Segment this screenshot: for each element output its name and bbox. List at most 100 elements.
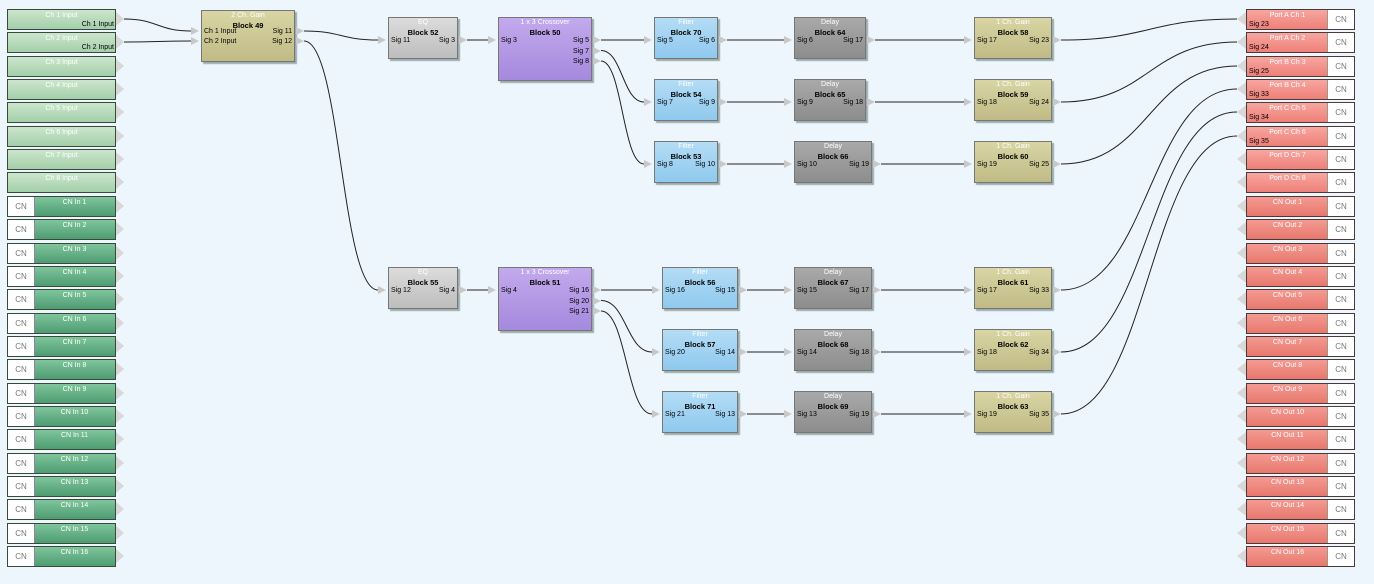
- input-port-arrow-icon[interactable]: [378, 286, 386, 294]
- cobranet-output-toggle[interactable]: CN: [1327, 524, 1354, 543]
- output-port-arrow-icon[interactable]: [459, 286, 467, 294]
- input-port-arrow-icon[interactable]: [488, 286, 496, 294]
- input-port-arrow-icon[interactable]: [644, 160, 652, 168]
- cobranet-input-toggle[interactable]: CN: [8, 360, 35, 379]
- output-port-arrow-icon[interactable]: [116, 222, 124, 236]
- input-port-arrow-icon[interactable]: [488, 36, 496, 44]
- output-port-arrow-icon[interactable]: [739, 286, 747, 294]
- output-port-arrow-icon[interactable]: [116, 269, 124, 283]
- input-port-arrow-icon[interactable]: [1237, 129, 1246, 143]
- wire-xo51-f57[interactable]: [600, 300, 653, 353]
- wire-g62-output-5[interactable]: [1060, 111, 1238, 353]
- input-port-arrow-icon[interactable]: [1237, 292, 1246, 306]
- cobranet-output-toggle[interactable]: CN: [1327, 290, 1354, 309]
- output-port-arrow-icon[interactable]: [719, 98, 727, 106]
- cobranet-input-toggle[interactable]: CN: [8, 314, 35, 333]
- input-port-arrow-icon[interactable]: [378, 36, 386, 44]
- input-port-arrow-icon[interactable]: [1237, 222, 1246, 236]
- input-port-arrow-icon[interactable]: [1237, 549, 1246, 563]
- output-port-arrow-icon[interactable]: [116, 199, 124, 213]
- output-port-arrow-icon[interactable]: [116, 246, 124, 260]
- cobranet-output-toggle[interactable]: CN: [1327, 360, 1354, 379]
- output-port-arrow-icon[interactable]: [116, 316, 124, 330]
- cobranet-input-toggle[interactable]: CN: [8, 290, 35, 309]
- input-channel-6[interactable]: Ch 6 Input: [7, 126, 116, 147]
- wire-g61-output-4[interactable]: [1060, 88, 1238, 291]
- output-port-arrow-icon[interactable]: [873, 160, 881, 168]
- input-port-arrow-icon[interactable]: [784, 36, 792, 44]
- input-port-arrow-icon[interactable]: [1237, 502, 1246, 516]
- input-channel-1[interactable]: Ch 1 Input: [7, 9, 116, 30]
- input-port-arrow-icon[interactable]: [1237, 479, 1246, 493]
- input-port-arrow-icon[interactable]: [784, 410, 792, 418]
- wire-xo50-f54[interactable]: [600, 50, 645, 103]
- wire-input-1[interactable]: [123, 18, 192, 32]
- output-port-arrow-icon[interactable]: [116, 59, 124, 73]
- cobranet-output-toggle[interactable]: CN: [1327, 220, 1354, 239]
- output-port-arrow-icon[interactable]: [719, 36, 727, 44]
- cobranet-output-toggle[interactable]: CN: [1327, 244, 1354, 263]
- input-channel-2[interactable]: Ch 2 Input: [7, 32, 116, 53]
- input-port-arrow-icon[interactable]: [1237, 12, 1246, 26]
- output-port-arrow-icon[interactable]: [593, 57, 601, 65]
- wire-input-2[interactable]: [123, 40, 192, 43]
- input-channel-5[interactable]: Ch 5 Input: [7, 102, 116, 123]
- output-port-arrow-icon[interactable]: [116, 456, 124, 470]
- input-port-arrow-icon[interactable]: [1237, 35, 1246, 49]
- cobranet-output-toggle[interactable]: CN: [1327, 454, 1354, 473]
- output-port-arrow-icon[interactable]: [1053, 98, 1061, 106]
- output-port-arrow-icon[interactable]: [593, 307, 601, 315]
- cobranet-output-toggle[interactable]: CN: [1327, 407, 1354, 426]
- input-port-arrow-icon[interactable]: [964, 286, 972, 294]
- output-port-arrow-icon[interactable]: [719, 160, 727, 168]
- input-port-arrow-icon[interactable]: [191, 27, 199, 35]
- wire-g60-output-3[interactable]: [1060, 65, 1238, 165]
- input-channel-3[interactable]: Ch 3 Input: [7, 56, 116, 77]
- output-port-arrow-icon[interactable]: [116, 339, 124, 353]
- output-port-arrow-icon[interactable]: [296, 27, 304, 35]
- input-port-arrow-icon[interactable]: [784, 160, 792, 168]
- wire-xo50-f53[interactable]: [600, 60, 645, 165]
- input-port-arrow-icon[interactable]: [964, 410, 972, 418]
- cobranet-input-toggle[interactable]: CN: [8, 430, 35, 449]
- cobranet-output-toggle[interactable]: CN: [1327, 197, 1354, 216]
- input-port-arrow-icon[interactable]: [1237, 105, 1246, 119]
- input-channel-8[interactable]: Ch 8 Input: [7, 172, 116, 193]
- cobranet-input-toggle[interactable]: CN: [8, 454, 35, 473]
- wire-xo51-f71[interactable]: [600, 310, 653, 415]
- output-port-arrow-icon[interactable]: [593, 46, 601, 55]
- output-port-arrow-icon[interactable]: [593, 36, 601, 44]
- output-port-arrow-icon[interactable]: [116, 292, 124, 306]
- output-port-arrow-icon[interactable]: [1053, 286, 1061, 294]
- output-port-arrow-icon[interactable]: [116, 409, 124, 423]
- cobranet-input-toggle[interactable]: CN: [8, 244, 35, 263]
